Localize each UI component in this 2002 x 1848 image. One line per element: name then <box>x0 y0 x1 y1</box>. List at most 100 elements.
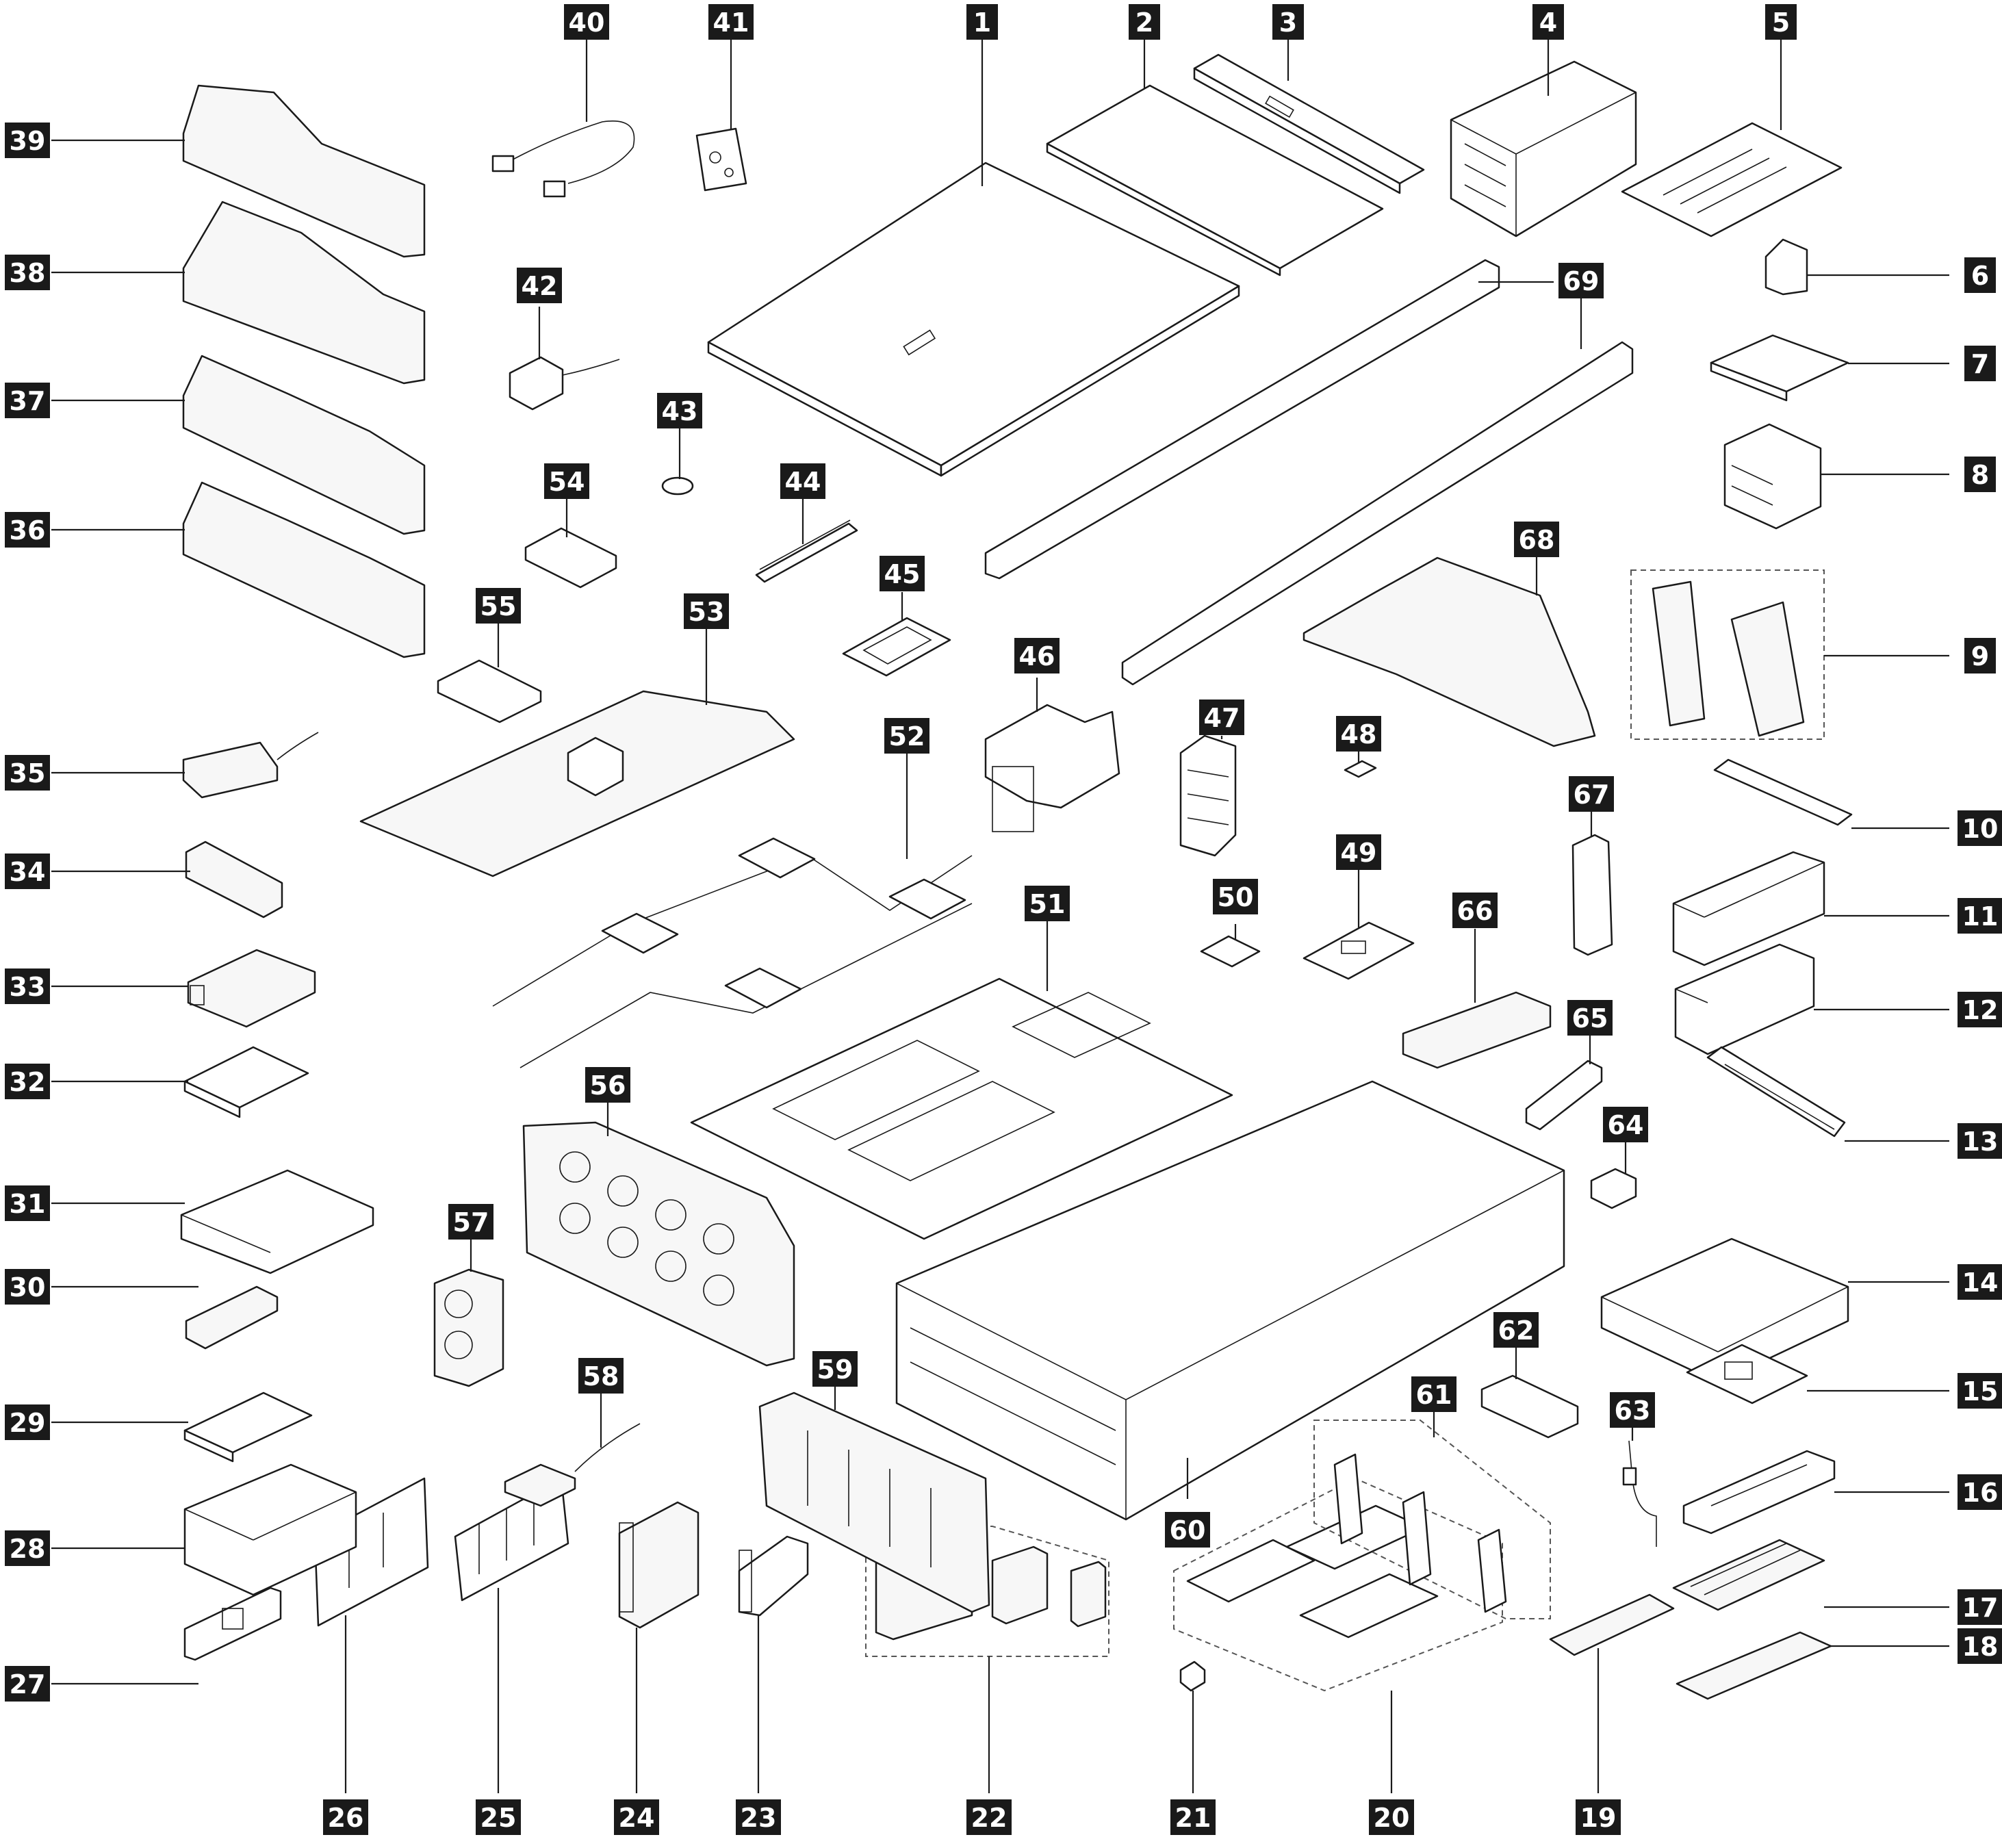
callout-number: 64 <box>1608 1110 1644 1140</box>
part-17-card <box>1672 1539 1825 1611</box>
callout-badge-bg <box>966 1799 1012 1835</box>
callout-number: 18 <box>1962 1632 1999 1662</box>
part-35-flash-battery <box>182 732 319 799</box>
part-24-drive <box>618 1501 700 1629</box>
part-42-serial-port <box>509 356 620 411</box>
callout-badge-bg <box>1336 716 1381 752</box>
callout-11: 11 <box>1958 898 2002 934</box>
callout-badge-bg <box>780 463 825 499</box>
callout-53: 53 <box>684 593 729 629</box>
callout-number: 11 <box>1962 901 1999 932</box>
callout-number: 33 <box>10 972 46 1002</box>
part-48-tpm <box>1344 760 1377 778</box>
callout-badge-bg <box>476 588 521 624</box>
part-50-board <box>1200 935 1261 968</box>
callout-badge-bg <box>5 255 50 290</box>
callout-number: 28 <box>10 1534 46 1564</box>
callout-number: 13 <box>1962 1127 1999 1157</box>
part-65-filler <box>1525 1060 1603 1131</box>
callout-badge-bg <box>1336 834 1381 870</box>
callout-number: 52 <box>889 721 925 752</box>
part-33-drive <box>187 949 316 1028</box>
callout-number: 65 <box>1572 1003 1608 1034</box>
callout-badge-bg <box>1411 1376 1456 1412</box>
callout-48: 48 <box>1336 716 1381 752</box>
callout-3: 3 <box>1272 4 1304 40</box>
part-1-top-cover <box>707 162 1240 477</box>
callout-badge-bg <box>1514 522 1559 557</box>
callout-46: 46 <box>1014 638 1060 673</box>
callout-34: 34 <box>5 854 50 889</box>
callout-badge-bg <box>1610 1392 1655 1428</box>
callout-66: 66 <box>1452 893 1498 928</box>
callout-30: 30 <box>5 1269 50 1305</box>
part-39-air-baffle <box>182 84 426 258</box>
callout-19: 19 <box>1576 1799 1621 1835</box>
callout-badge-bg <box>1272 4 1304 40</box>
callout-badge-bg <box>884 718 929 754</box>
part-61-boards <box>1313 1420 1551 1619</box>
part-30-drive <box>185 1285 279 1350</box>
part-58-module <box>504 1423 641 1507</box>
callout-31: 31 <box>5 1185 50 1221</box>
part-55-board <box>437 659 542 723</box>
callout-number: 38 <box>10 258 46 288</box>
callout-32: 32 <box>5 1064 50 1099</box>
callout-number: 43 <box>662 396 698 426</box>
callout-number: 16 <box>1962 1478 1999 1508</box>
part-8-drive-cage <box>1723 423 1822 530</box>
callout-number: 67 <box>1574 780 1610 810</box>
callout-badge-bg <box>966 4 998 40</box>
part-23-drive <box>738 1535 809 1617</box>
part-11-adapter <box>1672 851 1825 966</box>
callout-37: 37 <box>5 383 50 418</box>
callout-badge-bg <box>657 393 702 428</box>
callout-number: 50 <box>1218 882 1254 912</box>
leader-lines <box>51 34 1949 1793</box>
callout-number: 7 <box>1971 349 1989 379</box>
callout-badge-bg <box>5 1666 50 1702</box>
callout-21: 21 <box>1170 1799 1216 1835</box>
callout-7: 7 <box>1964 346 1996 381</box>
callout-badge-bg <box>564 4 609 40</box>
callout-number: 46 <box>1019 641 1055 671</box>
callout-badge-bg <box>1964 638 1996 673</box>
callout-number: 30 <box>10 1272 46 1302</box>
part-69-rails <box>984 259 1634 686</box>
callout-41: 41 <box>708 4 754 40</box>
callout-number: 23 <box>741 1803 777 1833</box>
part-45-processor <box>842 617 951 677</box>
callout-number: 57 <box>453 1207 489 1237</box>
part-49-board <box>1302 921 1415 980</box>
callout-number: 4 <box>1539 8 1557 38</box>
callout-40: 40 <box>564 4 609 40</box>
callout-number: 2 <box>1135 8 1153 38</box>
callout-12: 12 <box>1958 992 2002 1027</box>
part-41-screw-kit <box>695 127 747 192</box>
callout-24: 24 <box>614 1799 659 1835</box>
callout-number: 41 <box>713 8 749 38</box>
callout-badge-bg <box>1014 638 1060 673</box>
callout-52: 52 <box>884 718 929 754</box>
callout-54: 54 <box>544 463 589 499</box>
part-34-module <box>185 840 283 919</box>
callout-13: 13 <box>1958 1123 2002 1159</box>
callout-badge-bg <box>1558 263 1604 298</box>
callout-badge-bg <box>544 463 589 499</box>
callout-39: 39 <box>5 123 50 158</box>
callout-33: 33 <box>5 968 50 1004</box>
callout-badge-bg <box>1958 1628 2002 1664</box>
callout-14: 14 <box>1958 1264 2002 1300</box>
callout-number: 69 <box>1563 266 1600 296</box>
callout-badge-bg <box>708 4 754 40</box>
callout-badge-bg <box>5 512 50 548</box>
callout-badge-bg <box>1958 810 2002 846</box>
callout-number: 68 <box>1519 525 1555 555</box>
callout-badge-bg <box>5 1404 50 1440</box>
part-28-drive-cage <box>183 1463 357 1596</box>
callout-61: 61 <box>1411 1376 1456 1412</box>
callout-number: 53 <box>689 597 725 627</box>
